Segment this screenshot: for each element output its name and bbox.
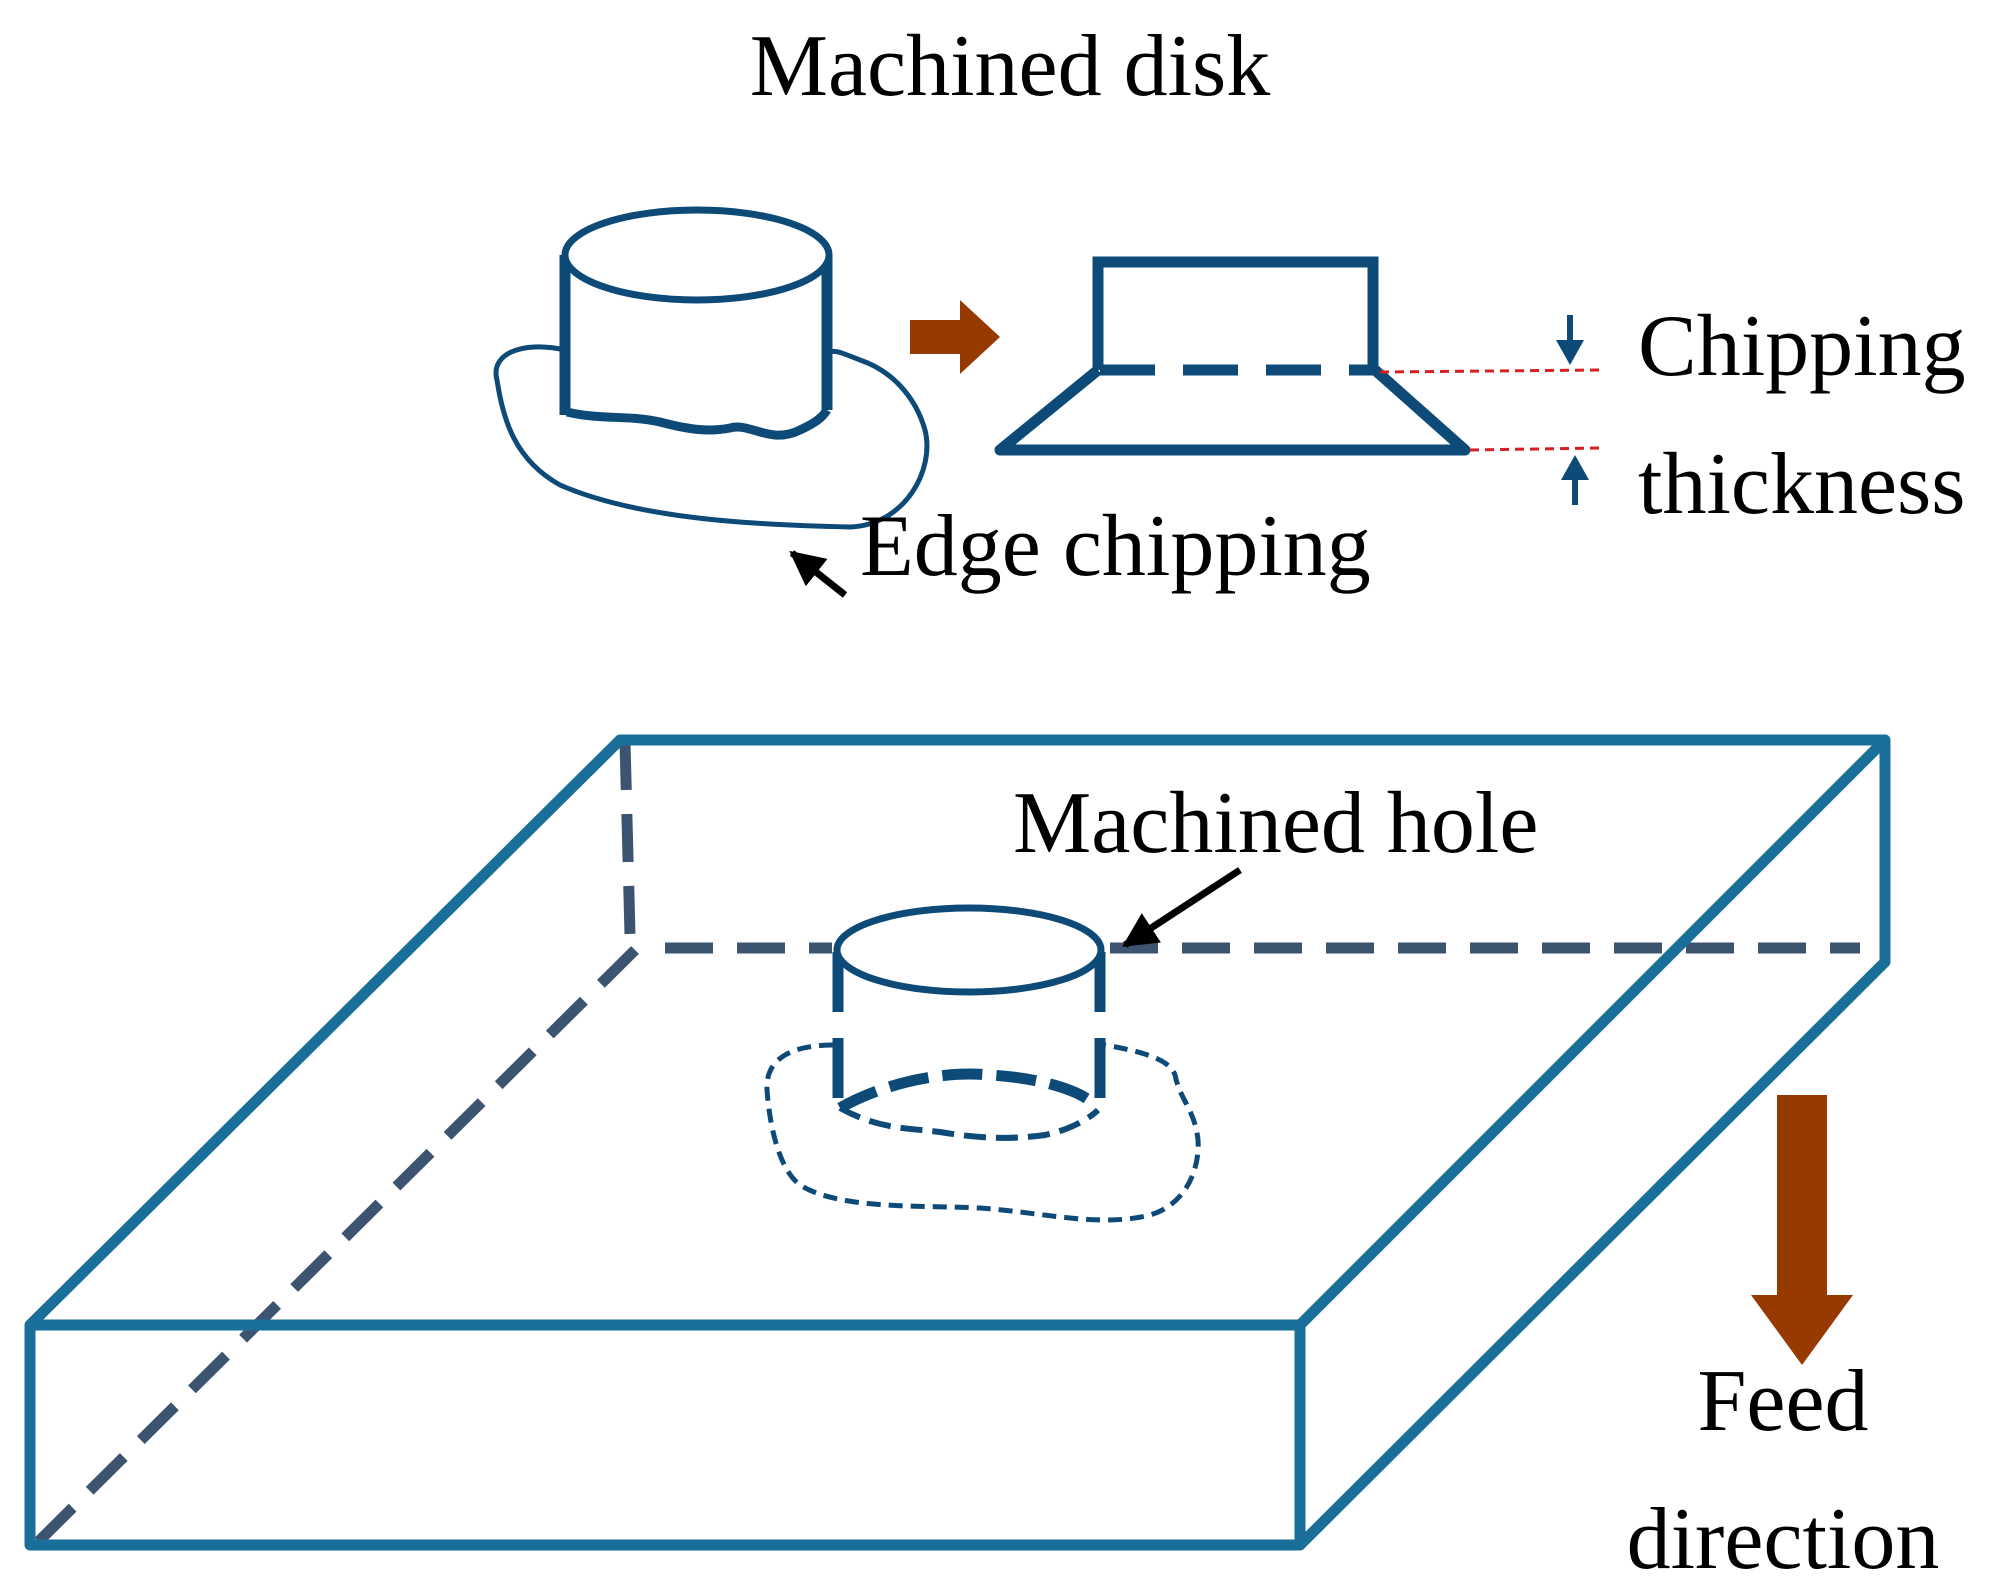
disk-cross-section	[994, 256, 1471, 456]
thickness-top-marker	[1379, 368, 1601, 374]
hole-top-ellipse	[833, 904, 1105, 996]
thickness-up-arrow-icon	[1561, 455, 1589, 505]
label-edge-chipping: Edge chipping	[860, 498, 1371, 595]
block-right-face	[1296, 740, 1891, 1549]
label-direction: direction	[1627, 1491, 1940, 1585]
hole-bottom-contour	[837, 1068, 1099, 1113]
thickness-down-arrow-icon	[1556, 315, 1584, 365]
hidden-edge-vertical	[619, 741, 636, 936]
machined-hole-pointer-arrow	[1122, 867, 1242, 948]
label-thickness: thickness	[1638, 436, 1966, 533]
feed-direction-arrow-icon	[1751, 1095, 1853, 1365]
edge-chipping-pointer-arrow	[789, 550, 848, 598]
thickness-bottom-marker	[1469, 446, 1601, 452]
edge-chipping-outline	[493, 344, 930, 530]
label-chipping: Chipping	[1638, 298, 1966, 395]
cross-section-trapezoid	[994, 365, 1471, 456]
block-front-face	[24, 1325, 1306, 1551]
label-feed: Feed	[1697, 1353, 1868, 1450]
disk-top-ellipse	[561, 206, 833, 304]
workpiece-block	[24, 734, 1891, 1551]
title-machined-disk: Machined disk	[750, 18, 1271, 115]
disk-wavy-bottom	[565, 407, 831, 440]
cross-section-top-rect	[1092, 256, 1379, 370]
transition-arrow-icon	[910, 300, 1000, 374]
hole-bottom-front	[838, 1105, 1101, 1141]
hidden-edge-diagonal	[31, 946, 639, 1549]
hole-chipping-zone	[764, 1042, 1201, 1223]
label-machined-hole: Machined hole	[1013, 775, 1538, 872]
machined-hole-figure	[764, 904, 1201, 1223]
machined-disk-figure	[493, 206, 930, 530]
